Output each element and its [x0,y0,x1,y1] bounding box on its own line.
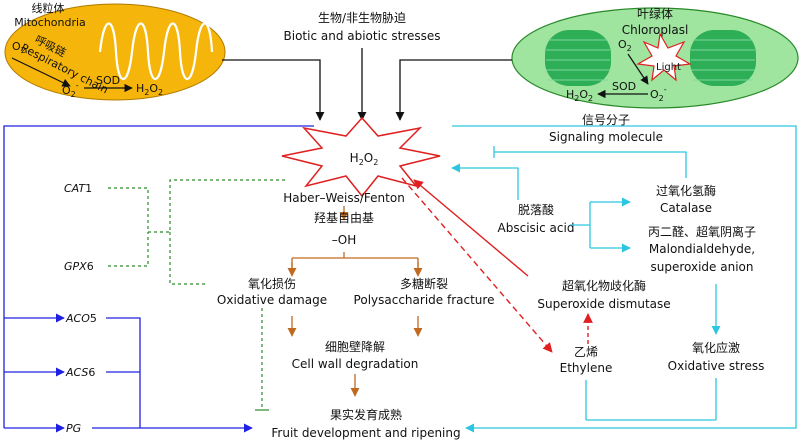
chloroplast-title-en: Chloroplasl [622,23,689,37]
thylakoid-left-lines [546,39,610,81]
cell-wall-en: Cell wall degradation [292,357,419,371]
green-to-damage [169,232,206,285]
gene-pg: PG [66,422,81,435]
branch-hydroxyl [291,252,419,274]
mitochondria-cristae [98,22,214,81]
cyan-catalase-inhibit [494,151,687,178]
h2o2-center-label: H2O2 [350,151,379,167]
light-burst-icon [636,32,692,82]
green-gpx6 [108,232,149,267]
chloroplast-node: 叶绿体 Chloroplasl Light O2 SOD H2O2 O2- [511,6,799,109]
thylakoid-left [545,30,611,86]
mito-superoxide-label: O2- [62,81,79,99]
cyan-abscisic-branch [570,202,591,248]
mito-chain-arrow [11,57,71,87]
malon-en-1: Malondialdehyde, [649,242,755,256]
red-arrows [401,177,593,353]
oxidative-damage-en: Oxidative damage [217,293,327,307]
fruit-cn: 果实发育成熟 [330,407,402,422]
blue-connectors [3,125,314,433]
mito-o2-label: O2 [12,40,26,55]
thylakoid-right-lines [691,39,755,81]
red-sod-to-h2o2 [413,179,529,277]
polysaccharide-cn: 多糖断裂 [400,276,448,291]
oxidative-damage-cn: 氧化损伤 [248,277,296,291]
stress-arrows [222,48,512,121]
gene-acs6: ACS6 [65,366,95,379]
ethylene-cn: 乙烯 [574,345,598,359]
chloro-o2-arrow [627,53,649,85]
arrow-chloro-to-h2o2 [395,59,512,121]
hydroxyl-cn: 羟基自由基 [314,210,374,225]
abscisic-cn: 脱落酸 [518,202,554,217]
gene-gpx6: GPX6 [64,260,94,273]
arrow-mito-to-h2o2 [222,59,325,121]
mito-sod-label: SOD [96,74,120,87]
signaling-en: Signaling molecule [549,130,663,144]
hydroxyl-en: –OH [332,233,356,247]
chloro-sod-label: SOD [612,80,636,93]
sod-enzyme-en: Superoxide dismutase [537,297,670,311]
catalase-en: Catalase [660,201,712,215]
oxidative-stress-cn: 氧化应激 [692,340,740,355]
thylakoid-right [690,30,756,86]
stress-label-cn: 生物/非生物胁迫 [318,10,406,25]
cyan-abscisic-to-h2o2 [451,163,519,200]
brown-cascade [287,206,423,397]
red-h2o2-to-ethylene [401,177,553,353]
signaling-cn: 信号分子 [582,113,630,127]
blue-aco5-to-fruit [106,317,141,428]
mito-h2o2-label: H2O2 [136,82,163,97]
chloro-superoxide-label: O2- [650,85,667,103]
cyan-signal-to-fruit [452,125,797,433]
cell-wall-cn: 细胞壁降解 [325,339,385,354]
h2o2-star [281,116,441,198]
malon-cn: 丙二醛、超氧阴离子 [648,224,756,239]
ethylene-en: Ethylene [560,361,613,375]
chloro-h2o2-label: H2O2 [566,88,593,103]
blue-border [3,125,314,428]
cyan-connectors [451,125,797,433]
catalase-cn: 过氧化氢酶 [656,183,716,198]
green-join [148,179,286,233]
mitochondria-title-en: Mitochondria [14,16,86,29]
mitochondria-node: 线粒体 Mitochondria O2 呼吸链 Respiratory chai… [4,1,226,101]
mitochondria-title-cn: 线粒体 [32,1,65,15]
fruit-en: Fruit development and ripening [271,426,460,440]
haber-weiss-label: Haber–Weiss/Fenton [283,191,405,205]
chloro-light-label: Light [656,62,681,73]
stress-label-en: Biotic and abiotic stresses [284,29,441,43]
chloroplast-title-cn: 叶绿体 [637,6,673,21]
polysaccharide-en: Polysaccharide fracture [354,293,495,307]
abscisic-en: Abscisic acid [498,221,575,235]
sod-enzyme-cn: 超氧化物歧化酶 [562,278,646,293]
green-cat1 [108,187,149,232]
chloro-o2-label: O2 [618,38,632,53]
gene-aco5: ACO5 [65,312,97,325]
gene-cat1: CAT1 [64,182,92,195]
green-dotted [108,179,286,411]
malon-en-2: superoxide anion [651,260,754,274]
oxidative-stress-en: Oxidative stress [668,359,765,373]
